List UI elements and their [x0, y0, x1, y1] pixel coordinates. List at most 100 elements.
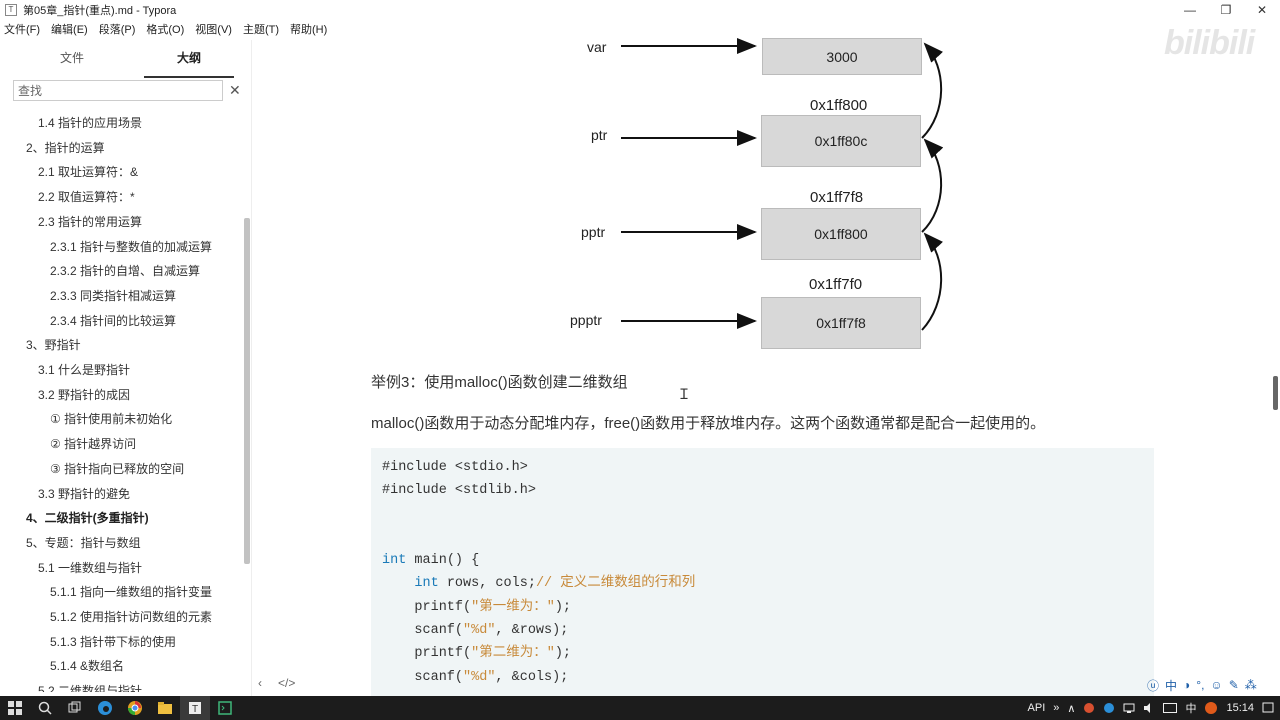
memory-box-pptr: 0x1ff800: [761, 208, 921, 260]
address-ppptr: 0x1ff7f0: [809, 276, 863, 293]
tab-files[interactable]: 文件: [59, 51, 84, 65]
source-code-icon[interactable]: </>: [278, 676, 296, 690]
outline-item[interactable]: 2.3.2 指针的自增、自减运算: [50, 264, 201, 279]
notification-icon[interactable]: [1262, 702, 1274, 714]
menu-edit[interactable]: 编辑(E): [51, 24, 88, 36]
outline-list: 1.4 指针的应用场景 2、指针的运算 2.1 取址运算符：& 2.2 取值运算符：*…: [0, 114, 246, 692]
sidebar-scrollbar[interactable]: [244, 218, 250, 564]
curve-ppptr-to-pptr: [921, 232, 944, 331]
ime-emoji-icon[interactable]: ☺: [1210, 678, 1223, 692]
chevron-up-icon[interactable]: ∧: [1067, 702, 1076, 715]
ime-pen-icon[interactable]: ✎: [1228, 678, 1239, 692]
outline-item[interactable]: 2、指针的运算: [26, 140, 105, 155]
maximize-button[interactable]: ❐: [1220, 3, 1232, 17]
tray-api-label[interactable]: API: [1027, 702, 1046, 714]
menu-bar: 文件(F) 编辑(E) 段落(P) 格式(O) 视图(V) 主题(T) 帮助(H…: [0, 20, 338, 38]
outline-item[interactable]: 2.1 取址运算符：&: [38, 165, 139, 180]
tray-expand-icon[interactable]: »: [1053, 702, 1060, 714]
outline-item[interactable]: 1.4 指针的应用场景: [38, 116, 143, 130]
menu-help[interactable]: 帮助(H): [290, 24, 328, 36]
outline-search-box: [13, 80, 223, 101]
ime-chinese-mode[interactable]: 中: [1165, 678, 1178, 693]
outline-item[interactable]: 2.3.3 同类指针相减运算: [50, 288, 177, 303]
outline-item[interactable]: ③ 指针指向已释放的空间: [50, 461, 185, 476]
memory-box-ppptr: 0x1ff7f8: [761, 297, 921, 349]
outline-item[interactable]: 5、专题：指针与数组: [26, 535, 141, 550]
code-line-9: printf("第二维为：");: [414, 646, 572, 662]
outline-item[interactable]: 3.1 什么是野指针: [38, 363, 131, 377]
outline-item[interactable]: ① 指针使用前未初始化: [50, 412, 173, 427]
title-bar: T 第05章_指针(重点).md - Typora — ❐ ✕: [0, 0, 1280, 20]
file-explorer-icon[interactable]: [150, 696, 180, 720]
typora-taskbar-icon[interactable]: T: [180, 696, 210, 720]
svg-text:T: T: [192, 704, 198, 715]
tray-input-language[interactable]: 中: [1185, 703, 1197, 715]
menu-format[interactable]: 格式(O): [146, 24, 185, 36]
pointer-diagram: [621, 38, 944, 331]
address-pptr: 0x1ff7f8: [810, 189, 864, 206]
code-block[interactable]: #include <stdio.h> #include <stdlib.h> i…: [371, 448, 1154, 696]
outline-item[interactable]: 5.1.3 指针带下标的使用: [50, 634, 177, 649]
outline-search-input[interactable]: [14, 81, 222, 100]
chevron-left-icon[interactable]: ‹: [258, 676, 262, 690]
menu-file[interactable]: 文件(F): [4, 24, 41, 36]
outline-item[interactable]: 3、野指针: [26, 338, 81, 353]
outline-item[interactable]: 2.3 指针的常用运算: [38, 214, 143, 229]
task-view-icon[interactable]: [60, 696, 90, 720]
curve-pptr-to-ptr: [921, 138, 944, 233]
windows-start-icon[interactable]: [0, 696, 30, 720]
ime-moon-icon[interactable]: ◑: [1183, 678, 1191, 692]
volume-icon[interactable]: [1143, 702, 1155, 714]
bilibili-watermark: bilibili: [1164, 24, 1255, 62]
sidebar: 文件 大纲 ✕ 1.4 指针的应用场景 2、指针的运算 2.1 取址运算符：& 2.2…: [0, 40, 252, 696]
close-button[interactable]: ✕: [1256, 3, 1268, 17]
close-icon[interactable]: ✕: [229, 82, 241, 98]
menu-paragraph[interactable]: 段落(P): [98, 24, 136, 36]
pptr-label: pptr: [581, 224, 606, 240]
code-line-4: [382, 526, 1154, 549]
window-title: 第05章_指针(重点).md - Typora: [23, 5, 177, 17]
chrome-browser-icon[interactable]: [120, 696, 150, 720]
outline-item[interactable]: 5.1.2 使用指针访问数组的元素: [50, 610, 213, 624]
ime-logo-icon[interactable]: ⓤ: [1147, 678, 1160, 693]
outline-item[interactable]: 2.3.1 指针与整数值的加减运算: [50, 239, 213, 254]
menu-view[interactable]: 视图(V): [195, 24, 232, 36]
ime-punct-icon[interactable]: °,: [1196, 678, 1205, 692]
code-editor-icon[interactable]: [210, 696, 240, 720]
network-icon[interactable]: [1123, 702, 1135, 714]
system-tray: API » ∧ 中 15:14: [1028, 696, 1274, 720]
code-line-3: [382, 503, 1154, 526]
taskbar: T API » ∧ 中 15:14: [0, 696, 1280, 720]
outline-item[interactable]: 4、二级指针(多重指针): [26, 511, 149, 526]
search-icon[interactable]: [30, 696, 60, 720]
outline-item[interactable]: 2.3.4 指针间的比较运算: [50, 313, 177, 328]
ime-toolbar: ⓤ 中 ◑ °, ☺ ✎ ⁂: [1147, 676, 1267, 694]
outline-item[interactable]: 3.3 野指针的避免: [38, 486, 131, 501]
ime-toolbox-icon[interactable]: ⁂: [1244, 678, 1257, 692]
sogou-ime-icon[interactable]: [1204, 701, 1218, 715]
edge-browser-icon[interactable]: [90, 696, 120, 720]
curve-ptr-to-var: [921, 42, 944, 139]
sidebar-footer: ‹ </>: [258, 676, 295, 690]
example-heading: 举例3：使用malloc()函数创建二维数组: [371, 374, 628, 391]
sidebar-tabs: 文件 大纲: [0, 40, 251, 78]
code-line-2: #include <stdlib.h>: [382, 483, 536, 499]
code-line-6: int rows, cols;// 定义二维数组的行和列: [414, 576, 696, 592]
tray-app-icon-1[interactable]: [1083, 702, 1095, 714]
minimize-button[interactable]: —: [1184, 3, 1196, 17]
outline-item[interactable]: 5.2 二维数组与指针: [38, 684, 143, 692]
keyboard-icon[interactable]: [1163, 703, 1178, 713]
editor-scrollbar[interactable]: [1273, 376, 1278, 410]
editor-area[interactable]: var ptr pptr ppptr 3000 0x1ff80c 0x1ff80…: [253, 38, 1280, 696]
outline-item[interactable]: 5.1.1 指向一维数组的指针变量: [50, 585, 213, 600]
tray-app-icon-2[interactable]: [1103, 702, 1115, 714]
outline-item[interactable]: 5.1.4 &数组名: [50, 659, 125, 674]
taskbar-clock[interactable]: 15:14: [1226, 702, 1254, 714]
outline-item[interactable]: ② 指针越界访问: [50, 437, 137, 452]
outline-item[interactable]: 2.2 取值运算符：*: [38, 190, 135, 205]
outline-item[interactable]: 3.2 野指针的成因: [38, 387, 131, 402]
outline-item[interactable]: 5.1 一维数组与指针: [38, 560, 143, 575]
menu-theme[interactable]: 主题(T): [242, 24, 279, 36]
text-cursor-icon: Ｉ: [677, 387, 691, 403]
tab-outline[interactable]: 大纲: [144, 40, 234, 78]
